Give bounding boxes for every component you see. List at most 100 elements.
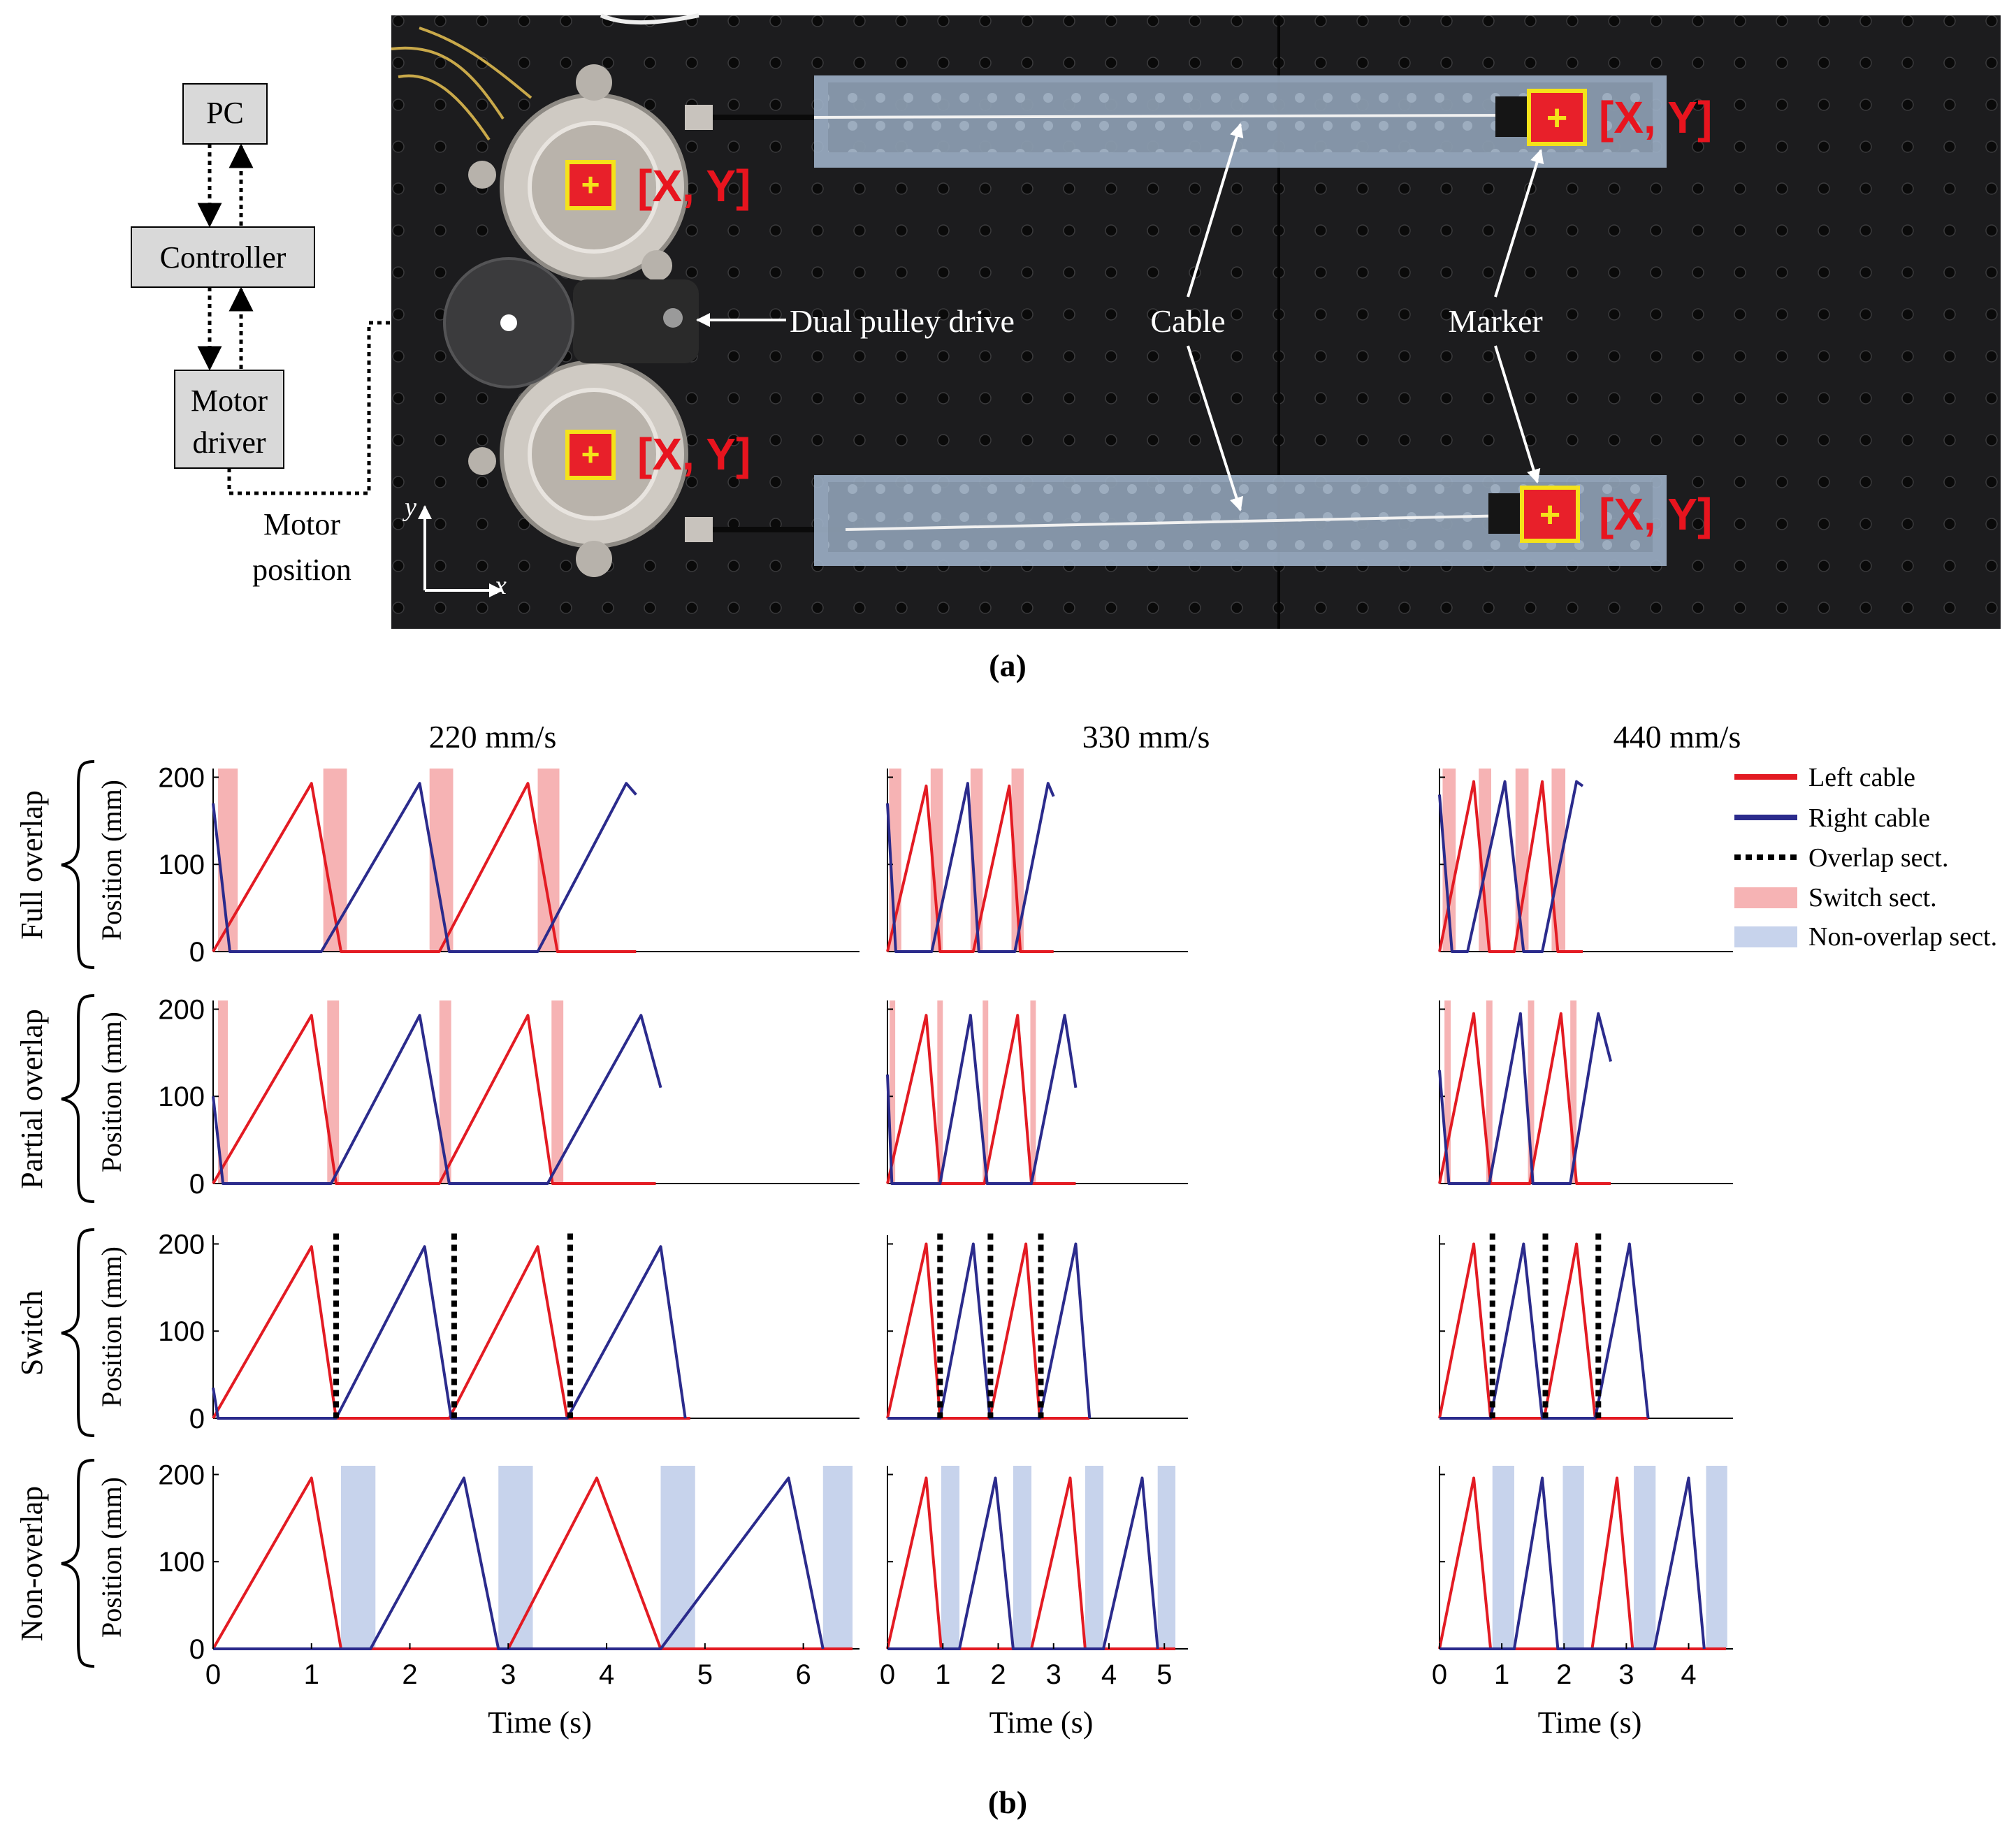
nonoverlap-section: [1157, 1466, 1176, 1649]
x-tick-label: 2: [990, 1659, 1006, 1690]
switch-section: [1528, 1000, 1535, 1184]
marker-lower-cable-label: [X, Y]: [1599, 489, 1712, 539]
x-tick-label: 2: [1556, 1659, 1572, 1690]
left-cable-line: [212, 782, 637, 953]
y-tick-label: 0: [189, 937, 205, 968]
svg-text:+: +: [1539, 495, 1560, 535]
legend-overlap: Overlap sect.: [1808, 843, 1948, 873]
y-tick-label: 200: [158, 762, 205, 793]
axis-y-label: y: [402, 493, 416, 522]
left-cable-line: [1438, 1012, 1611, 1185]
block-diagram: PC Controller Motor driver Motor positio…: [131, 83, 450, 587]
subplot-c2-r3: [886, 1233, 1188, 1420]
row-labels: Full overlap Partial overlap Switch Non-…: [15, 760, 95, 1668]
x-tick-label: 0: [880, 1659, 895, 1690]
marker-upper-cable-label: [X, Y]: [1599, 92, 1712, 143]
y-tick-label: 100: [158, 1316, 205, 1347]
switch-section: [1442, 769, 1456, 952]
row-label-group-1: Full overlap: [15, 760, 95, 969]
switch-section: [930, 769, 943, 952]
cable-arrow-down: [1187, 345, 1244, 511]
column-title-3: 440 mm/s: [1613, 719, 1741, 755]
y-tick-label: 200: [158, 1229, 205, 1260]
svg-text:+: +: [581, 166, 600, 203]
switch-section: [970, 769, 983, 952]
x-tick-label: 4: [1101, 1659, 1117, 1690]
nonoverlap-section: [1634, 1466, 1656, 1649]
nonoverlap-section: [941, 1466, 960, 1649]
y-tick-label: 0: [189, 1404, 205, 1434]
controller-label: Controller: [160, 240, 287, 275]
lower-cable: [845, 514, 1510, 531]
axis-x-label: x: [494, 571, 507, 600]
controller-box: [131, 226, 315, 288]
svg-text:+: +: [1546, 98, 1567, 138]
column-title-2: 330 mm/s: [1082, 719, 1210, 755]
x-axis-label: Time (s): [488, 1705, 592, 1740]
left-cable-line: [1438, 780, 1583, 953]
right-cable-line: [212, 1014, 662, 1185]
switch-section: [890, 1000, 896, 1184]
x-tick-label: 5: [697, 1659, 713, 1690]
dual-pulley-label: Dual pulley drive: [790, 303, 1015, 339]
y-tick-label: 200: [158, 994, 205, 1025]
motor-position-label-1: Motor: [263, 507, 340, 541]
marker-arrow-down: [1494, 345, 1541, 483]
switch-section: [1551, 769, 1566, 952]
marker-upper-cable-end: +: [1495, 89, 1587, 146]
nonoverlap-section: [1706, 1466, 1727, 1649]
row-label-switch: Switch: [15, 1290, 49, 1376]
y-tick-label: 0: [189, 1169, 205, 1200]
xy-axis-indicator: y x: [402, 493, 507, 600]
left-cable-line: [212, 1014, 656, 1185]
x-tick-label: 1: [1494, 1659, 1509, 1690]
switch-section: [1570, 1000, 1577, 1184]
switch-section: [218, 1000, 229, 1184]
y-tick-label: 0: [189, 1634, 205, 1665]
motor-position-label-2: position: [252, 553, 351, 587]
switch-section: [1011, 769, 1024, 952]
panel-a-caption: (a): [989, 648, 1027, 683]
right-cable-line: [886, 782, 1055, 953]
subplot-c3-r1: [1438, 769, 1733, 953]
x-tick-label: 1: [304, 1659, 319, 1690]
marker-arrow-up: [1494, 149, 1544, 298]
pc-box: [182, 83, 268, 145]
nonoverlap-section: [1492, 1466, 1514, 1649]
panel-a: PC Controller Motor driver Motor positio…: [131, 13, 2001, 683]
legend-switch: Switch sect.: [1808, 883, 1937, 912]
row-label-group-3: Switch: [15, 1228, 95, 1437]
x-axis-label: Time (s): [989, 1705, 1094, 1740]
y-tick-label: 100: [158, 1082, 205, 1112]
column-title-1: 220 mm/s: [429, 719, 557, 755]
wire-white: [600, 13, 699, 25]
nonoverlap-section: [822, 1466, 853, 1649]
subplot-c3-r2: [1438, 1000, 1733, 1185]
legend-left-cable: Left cable: [1808, 763, 1915, 792]
right-cable-line: [213, 1476, 825, 1650]
upper-cable: [813, 114, 1510, 119]
y-tick-label: 200: [158, 1460, 205, 1490]
y-axis-label: Position (mm): [96, 1477, 127, 1638]
marker-lower-cable-end: +: [1488, 486, 1580, 543]
right-cable-line: [1440, 1476, 1706, 1650]
switch-section: [1444, 1000, 1451, 1184]
x-tick-label: 4: [1681, 1659, 1696, 1690]
svg-text:+: +: [581, 436, 600, 472]
right-cable-line: [887, 1476, 1159, 1650]
cable-arrow-up: [1187, 123, 1244, 298]
legend-nonoverlap-swatch: [1734, 926, 1797, 947]
motor-driver-box: [174, 370, 284, 469]
switch-section: [1479, 769, 1491, 952]
y-tick-label: 100: [158, 1547, 205, 1578]
legend-switch-swatch: [1734, 887, 1797, 908]
x-tick-label: 5: [1156, 1659, 1172, 1690]
subplot-c2-r2: [886, 1000, 1188, 1185]
y-axis-label: Position (mm): [96, 1012, 127, 1172]
